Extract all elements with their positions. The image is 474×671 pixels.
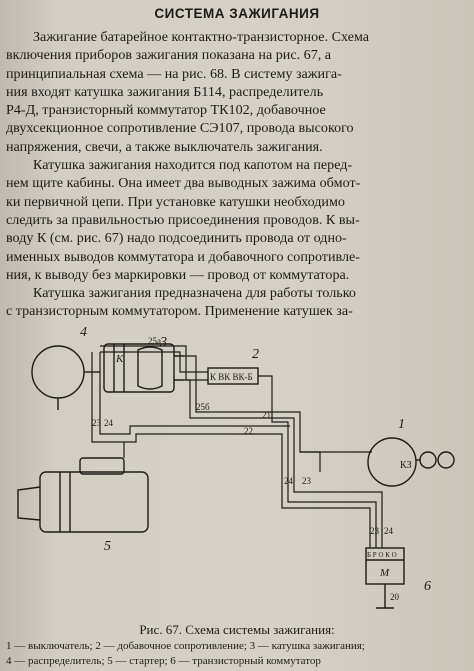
label-w22: 22 xyxy=(244,426,253,436)
text-line: нем щите кабины. Она имеет два выводных … xyxy=(6,175,361,192)
starter xyxy=(17,457,149,533)
label-commutator-terms: Б Р О К О xyxy=(367,551,397,559)
text-line: двухсекционное сопротивление СЭ107, пров… xyxy=(6,120,354,137)
text-line: ния входят катушка зажигания Б114, распр… xyxy=(6,83,324,100)
text-line: включения приборов зажигания показана на… xyxy=(6,47,332,64)
label-w21: 21 xyxy=(262,410,271,420)
text-line: Катушка зажигания предназначена для рабо… xyxy=(33,285,356,302)
label-m: М xyxy=(379,567,390,579)
label-w23c: 23 xyxy=(370,526,380,536)
text-line: принципиальная схема — на рис. 68. В сис… xyxy=(6,65,342,82)
label-4: 4 xyxy=(80,325,87,340)
label-w23a: 23 xyxy=(92,418,102,428)
label-2: 2 xyxy=(252,347,259,362)
label-w25a: 25а xyxy=(148,336,161,346)
body-text: Зажигание батарейное контактно-транзисто… xyxy=(6,28,468,321)
text-line: следить за правильностью присоединения п… xyxy=(6,211,360,228)
label-1: 1 xyxy=(398,417,405,432)
figure-legend-line: 1 — выключатель; 2 — добавочное сопротив… xyxy=(6,640,365,652)
wire-harness xyxy=(91,345,383,548)
label-kz: КЗ xyxy=(400,460,412,471)
label-w24a: 24 xyxy=(104,418,114,428)
label-resistor-terminals: К ВК ВК-Б xyxy=(210,372,253,382)
label-w23b: 23 xyxy=(302,476,312,486)
figure-legend-line: 4 — распределитель; 5 — стартер; 6 — тра… xyxy=(6,655,321,667)
label-6: 6 xyxy=(424,579,431,594)
wiring-diagram: 4 2 1 3 5 6 К К ВК ВК-Б КЗ М Б Р О К О 2… xyxy=(17,325,455,609)
label-w20: 20 xyxy=(390,592,400,602)
ignition-coil xyxy=(103,343,184,393)
text-line: воду К (см. рис. 67) надо подсоединить п… xyxy=(6,230,347,247)
label-w25b: 25б xyxy=(196,402,210,412)
text-line: напряжения, свечи, а также выключатель з… xyxy=(6,138,323,155)
ignition-switch xyxy=(367,437,455,487)
diagram-labels: 4 2 1 3 5 6 К К ВК ВК-Б КЗ М Б Р О К О 2… xyxy=(80,325,431,602)
distributor xyxy=(31,345,100,410)
label-w24b: 24 xyxy=(284,476,294,486)
text-line: Катушка зажигания находится под капотом … xyxy=(33,157,353,174)
label-k-coil: К xyxy=(115,353,124,365)
text-line: Р4-Д, транзисторный коммутатор ТК102, до… xyxy=(6,102,326,119)
label-3: 3 xyxy=(159,335,167,350)
text-line: именных выводов коммутатора и добавочног… xyxy=(6,248,360,265)
text-line: с транзисторным коммутатором. Применение… xyxy=(6,303,353,320)
text-line: ния, к выводу без маркировки — провод от… xyxy=(6,266,350,283)
figure-caption: Рис. 67. Схема системы зажигания: xyxy=(139,622,335,637)
text-line: Зажигание батарейное контактно-транзисто… xyxy=(33,29,370,45)
transistor-commutator xyxy=(365,547,405,609)
section-title: СИСТЕМА ЗАЖИГАНИЯ xyxy=(154,6,320,21)
label-w24c: 24 xyxy=(384,526,394,536)
text-line: ки первичной цепи. При установке катушки… xyxy=(6,193,345,210)
label-5: 5 xyxy=(104,539,111,554)
